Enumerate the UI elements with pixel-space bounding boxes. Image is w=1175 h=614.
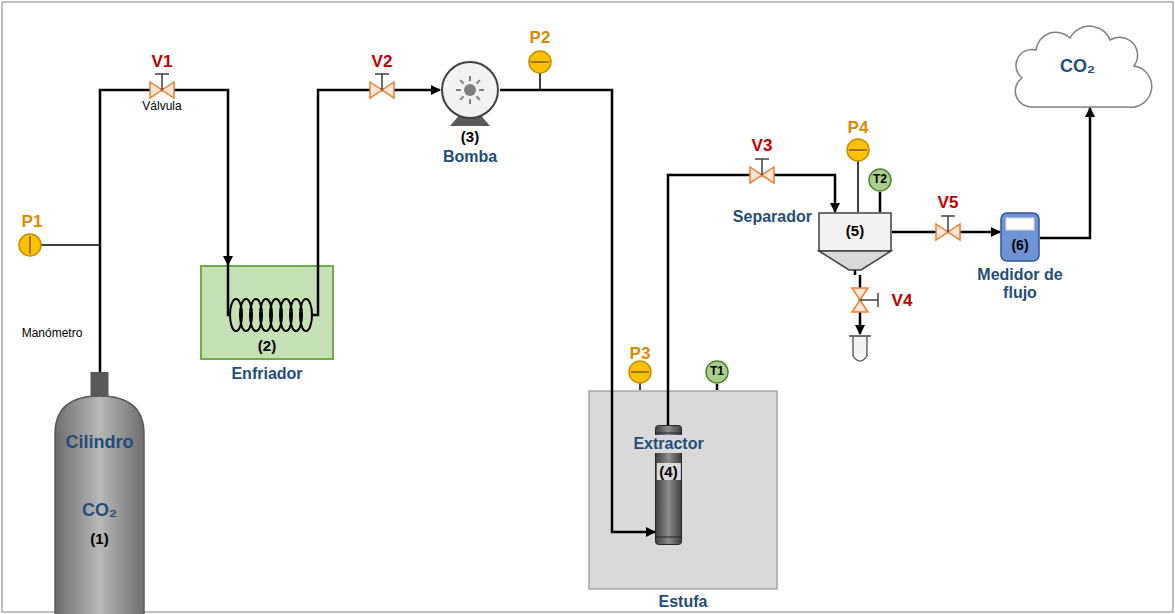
node-text: (5) <box>846 222 864 239</box>
instrument-tag: P4 <box>848 118 869 138</box>
pressure-gauge <box>19 51 869 383</box>
temperature-sensor: T1 <box>705 360 729 384</box>
gauge-line <box>639 383 641 390</box>
separator-vessel: Separador(5) <box>818 212 892 275</box>
flow-meter: (6)Medidor de flujo <box>1000 212 1040 262</box>
pipe-connector <box>716 384 719 390</box>
pipe-connector <box>318 90 440 265</box>
node-text: (1) <box>90 530 108 547</box>
node-text: T2 <box>873 173 887 187</box>
instrument-tag: V3 <box>752 136 773 156</box>
instrument-tag: V2 <box>372 52 393 72</box>
instrument-tag: P1 <box>22 212 43 232</box>
extractor-column: Extractor(4) <box>655 425 682 545</box>
node-text: Separador <box>722 208 812 226</box>
node-text: (4) <box>656 463 680 480</box>
instrument-tag: V1 <box>152 52 173 72</box>
gas-cylinder-outline <box>52 372 147 614</box>
pipe-connector <box>879 192 882 212</box>
oven-box-outline <box>588 390 778 590</box>
instrument-tag: V4 <box>892 291 913 311</box>
separator-vessel-outline <box>818 212 892 275</box>
instrument-tag: V5 <box>938 193 959 213</box>
pipe-connector <box>1040 108 1090 238</box>
node-text: Extractor <box>630 435 706 453</box>
gauge-needle <box>30 62 867 372</box>
part-label: Manómetro <box>22 327 83 341</box>
gauge-line <box>857 161 859 212</box>
node-text: CO₂ <box>82 500 117 521</box>
node-text: Cilindro <box>66 432 134 453</box>
instrument-tag: P3 <box>630 344 651 364</box>
pipe-connector <box>668 175 835 425</box>
node-text: Bomba <box>443 148 497 166</box>
gauge-line <box>41 244 100 246</box>
test-tube <box>849 336 871 361</box>
gauge-line <box>539 73 541 90</box>
instrument-tag: P2 <box>530 28 551 48</box>
oven-box: EstufaExtractor(4) <box>588 390 778 590</box>
pump-symbol-outline <box>440 60 500 120</box>
node-text: (2) <box>258 337 276 354</box>
node-text: Enfriador <box>231 365 302 383</box>
node-text: Medidor de flujo <box>972 266 1068 303</box>
node-text: CO₂ <box>1060 56 1095 77</box>
node-text: Estufa <box>659 593 708 611</box>
temperature-sensor: T2 <box>868 168 892 192</box>
node-text: T1 <box>710 365 724 379</box>
node-text: (3) <box>461 128 479 145</box>
pump-symbol: (3)Bomba <box>440 60 500 120</box>
cooler-box: (2)Enfriador <box>200 265 334 360</box>
gas-cylinder: CilindroCO₂ (1) <box>52 372 147 614</box>
node-text: (6) <box>1011 237 1028 253</box>
vent-cloud: CO₂ <box>1010 28 1145 108</box>
part-label: Válvula <box>142 100 181 114</box>
